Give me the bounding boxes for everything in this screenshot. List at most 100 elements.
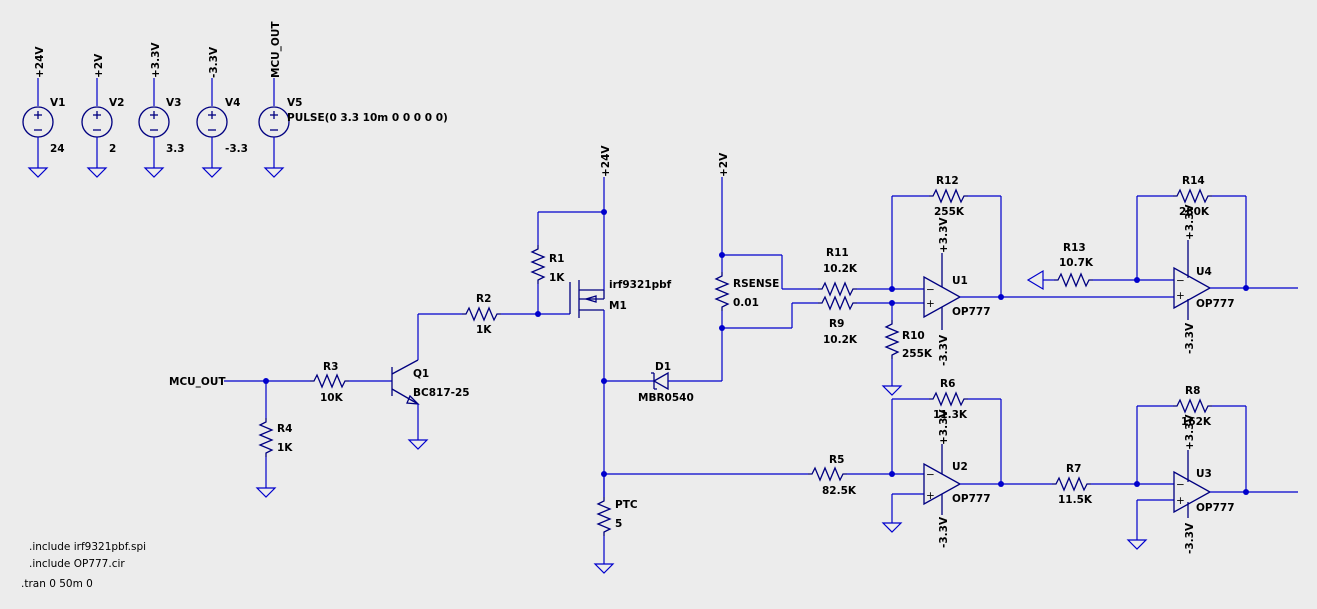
resistor-r2[interactable]: R2 1K [462,293,501,336]
component-name: U4 [1196,266,1212,278]
component-name: R13 [1063,242,1086,254]
component-model: OP777 [1196,298,1235,310]
resistor-r6[interactable]: R6 11.3K [929,378,968,421]
opamp-u4[interactable]: − + U4 OP777 [1173,240,1235,320]
component-value: 10.7K [1059,257,1094,269]
component-value: 255K [902,348,933,360]
component-name: R6 [940,378,955,390]
component-value: 10.2K [823,334,858,346]
resistor-r13[interactable]: R13 10.7K [1054,242,1094,288]
component-name: R3 [323,361,338,373]
resistor-r8[interactable]: R8 162K [1173,385,1212,428]
source-name: V3 [166,97,181,109]
svg-text:−: − [926,284,935,296]
source-v2[interactable]: +2V V2 2 [81,53,124,178]
component-model: MBR0540 [638,392,694,404]
component-name: Q1 [413,368,429,380]
component-name: R8 [1185,385,1200,397]
component-name: U1 [952,275,968,287]
resistor-r4[interactable]: R4 1K [258,418,293,457]
resistor-r5[interactable]: R5 82.5K [808,454,857,497]
resistor-r9[interactable]: R9 10.2K [818,295,858,346]
component-name: M1 [609,300,627,312]
svg-text:−: − [1176,479,1185,491]
rail-label: +2V [93,53,105,78]
component-name: R10 [902,330,925,342]
spice-directive[interactable]: .tran 0 50m 0 [21,578,93,590]
resistor-ptc[interactable]: PTC 5 [596,497,638,536]
component-value: 1K [476,324,492,336]
net-label-u4-vplus: +3.3V [1184,204,1196,240]
component-value: 10K [320,392,344,404]
net-label-mcu-out[interactable]: MCU_OUT [169,376,226,388]
svg-text:+: + [1176,290,1185,302]
resistor-r11[interactable]: R11 10.2K [818,247,858,297]
net-label-u3-vplus: +3.3V [1184,414,1196,450]
component-name: R2 [476,293,491,305]
transistor-q1[interactable]: Q1 BC817-25 [391,359,470,405]
resistor-r12[interactable]: R12 255K [929,175,968,218]
source-value: PULSE(0 3.3 10m 0 0 0 0 0) [287,112,448,124]
diode-d1[interactable]: D1 MBR0540 [638,361,694,404]
opamp-u3[interactable]: − + U3 OP777 [1173,450,1235,518]
rail-label: +3.3V [150,42,162,78]
component-name: RSENSE [733,278,779,290]
component-name: R1 [549,253,564,265]
component-value: 11.3K [933,409,968,421]
source-value: 3.3 [166,143,185,155]
net-label-u2-vplus: +3.3V [938,409,950,445]
resistor-r3[interactable]: R3 10K [310,361,349,404]
svg-text:+: + [926,298,935,310]
source-name: V2 [109,97,124,109]
component-value: 162K [1181,416,1212,428]
svg-text:−: − [1176,275,1185,287]
component-model: OP777 [952,493,991,505]
net-label-u4-vminus: -3.3V [1184,322,1196,354]
component-value: 0.01 [733,297,759,309]
resistor-r1[interactable]: R1 1K [530,245,565,284]
resistor-r10[interactable]: R10 255K [884,320,933,360]
source-v1[interactable]: +24V V1 24 [22,46,65,178]
net-label-u1-vplus: +3.3V [938,217,950,253]
component-value: 10.2K [823,263,858,275]
net-label-p24[interactable]: +24V [600,145,612,177]
net-label-u3-vminus: -3.3V [1184,522,1196,554]
resistor-r14[interactable]: R14 280K [1173,175,1212,218]
source-value: 24 [50,143,65,155]
svg-text:+: + [926,490,935,502]
component-model: OP777 [1196,502,1235,514]
component-value: 1K [549,272,565,284]
component-name: R12 [936,175,959,187]
rail-label: MCU_OUT [270,21,282,78]
opamp-u1[interactable]: − + U1 OP777 [923,253,991,330]
component-name: R5 [829,454,844,466]
component-name: R4 [277,423,292,435]
component-name: R14 [1182,175,1205,187]
component-name: PTC [615,499,638,511]
rail-label: -3.3V [208,46,220,78]
component-name: R7 [1066,463,1081,475]
source-v4[interactable]: -3.3V V4 -3.3 [196,46,248,178]
source-v5[interactable]: MCU_OUT V5 PULSE(0 3.3 10m 0 0 0 0 0) [258,21,448,178]
source-name: V5 [287,97,302,109]
opamp-u2[interactable]: − + U2 OP777 [923,444,991,515]
source-name: V4 [225,97,240,109]
svg-text:+: + [1176,495,1185,507]
component-value: 255K [934,206,965,218]
spice-directive[interactable]: .include OP777.cir [29,558,125,570]
component-value: 280K [1179,206,1210,218]
component-value: 1K [277,442,293,454]
source-value: -3.3 [225,143,248,155]
rail-label: +24V [34,46,46,78]
mosfet-m1[interactable]: irf9321pbf M1 [569,279,672,318]
source-value: 2 [109,143,116,155]
component-name: U2 [952,461,968,473]
resistor-r7[interactable]: R7 11.5K [1052,463,1093,506]
spice-directive[interactable]: .include irf9321pbf.spi [29,541,146,553]
resistor-rsense[interactable]: RSENSE 0.01 [714,272,779,311]
net-label-p2[interactable]: +2V [718,152,730,177]
component-model: OP777 [952,306,991,318]
source-v3[interactable]: +3.3V V3 3.3 [138,42,185,178]
component-value: 5 [615,518,622,530]
